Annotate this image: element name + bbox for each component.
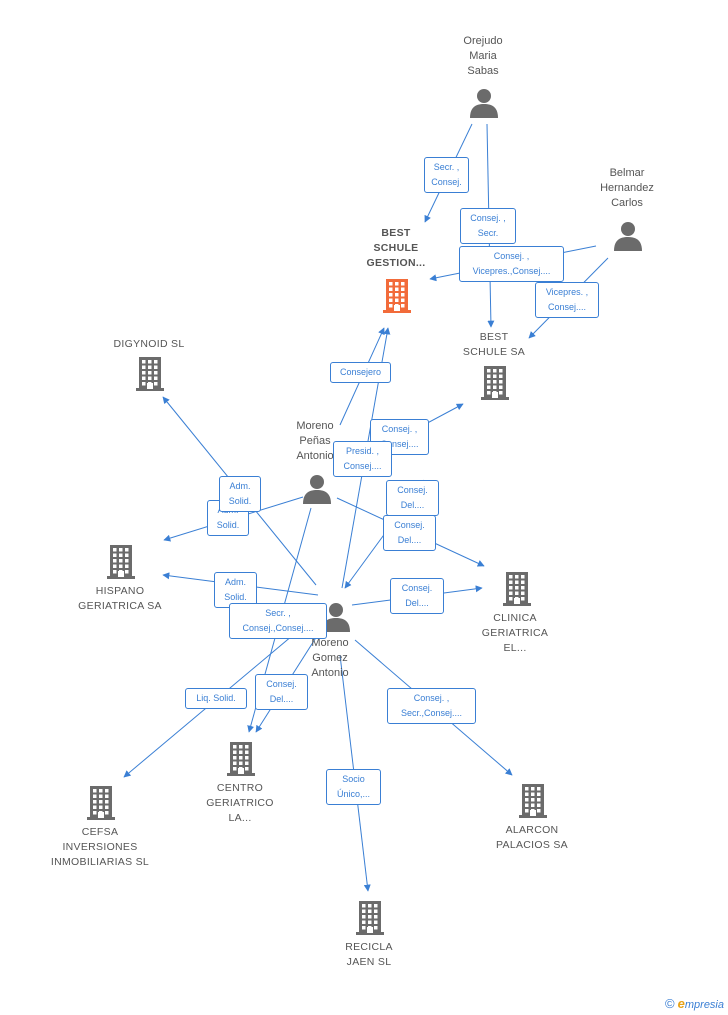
node-label-moreno_gomez[interactable]: Moreno Gomez Antonio [311,637,349,679]
edge-label-e11[interactable]: Consej. Del.... [383,515,436,551]
node-label-recicla[interactable]: RECICLA JAEN SL [345,941,393,968]
building-icon[interactable] [356,901,384,940]
brand-name: mpresia [684,999,724,1011]
node-label-hispano[interactable]: HISPANO GERIATRICA SA [78,585,162,612]
node-label-digynoid[interactable]: DIGYNOID SL [113,338,185,350]
edge-label-e15[interactable]: Liq. Solid. [185,688,247,709]
edge-label-e1[interactable]: Secr. , Consej. [424,157,469,193]
building-icon[interactable] [136,357,164,396]
edge-label-e5[interactable]: Consejero [330,362,391,383]
edge-label-e2[interactable]: Consej. , Secr. [460,208,516,244]
node-label-best_gestion[interactable]: BEST SCHULE GESTION... [366,227,426,269]
edge-label-e12[interactable]: Adm. Solid. [214,572,257,608]
person-icon[interactable] [469,88,499,123]
person-icon[interactable] [321,602,351,637]
edge-label-e9[interactable]: Adm. Solid. [219,476,261,512]
node-label-alarcon[interactable]: ALARCON PALACIOS SA [496,824,568,851]
building-icon[interactable] [227,742,255,781]
edge-label-e7[interactable]: Presid. , Consej.... [333,441,392,477]
building-icon[interactable] [519,784,547,823]
node-label-moreno_penas[interactable]: Moreno Peñas Antonio [296,420,334,462]
building-icon[interactable] [87,786,115,825]
node-label-cefsa[interactable]: CEFSA INVERSIONES INMOBILIARIAS SL [50,826,150,868]
node-label-belmar[interactable]: Belmar Hernandez Carlos [600,167,654,209]
edge-label-e10[interactable]: Consej. Del.... [386,480,439,516]
edge-label-e14[interactable]: Consej. Del.... [390,578,444,614]
node-label-best_sa[interactable]: BEST SCHULE SA [462,331,526,358]
footer-brand[interactable]: ©empresia [665,996,724,1011]
building-icon[interactable] [481,366,509,405]
edge-label-e18[interactable]: Socio Único,... [326,769,381,805]
person-icon[interactable] [613,221,643,256]
edge-label-e17[interactable]: Consej. , Secr.,Consej.... [387,688,476,724]
person-icon[interactable] [302,474,332,509]
node-label-clinica[interactable]: CLINICA GERIATRICA EL... [481,612,549,654]
building-icon[interactable] [107,545,135,584]
edge-label-e13[interactable]: Secr. , Consej.,Consej.... [229,603,327,639]
node-label-orejudo[interactable]: Orejudo Maria Sabas [463,35,503,77]
building-icon[interactable] [383,279,411,318]
brand-initial: e [677,996,685,1011]
edge-label-e16[interactable]: Consej. Del.... [255,674,308,710]
copyright-symbol: © [665,996,675,1011]
edge-label-e3[interactable]: Consej. , Vicepres.,Consej.... [459,246,564,282]
edge-label-e4[interactable]: Vicepres. , Consej.... [535,282,599,318]
node-label-centro[interactable]: CENTRO GERIATRICO LA... [206,782,274,824]
building-icon[interactable] [503,572,531,611]
